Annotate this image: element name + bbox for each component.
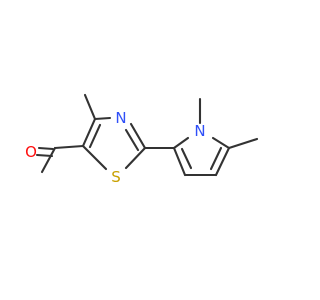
bond-c4-methyl [83,93,97,121]
bond-pyrrole-n1-c5 [211,136,231,150]
bond-s1-c5 [81,144,108,171]
bond-pyrrole-c5-c4 [214,146,231,177]
bond-c4-n3 [93,116,112,121]
bond-pyrrole-c5-methyl [227,137,259,150]
bond-carbonyl-oxygen-double [35,153,54,158]
atom-label-sulfur: S [111,168,121,186]
atom-label-pyrrole-nitrogen: N [194,122,205,140]
bond-pyrrole-c2-n1 [172,136,190,150]
atom-label-thiazole-nitrogen: N [115,109,126,127]
bond-pyrrole-c3-c2 [172,146,187,177]
bond-pyrrole-c5-c4-double [209,146,223,171]
bond-n3-c2 [129,122,147,150]
bond-methyl-carbonyl [40,146,57,174]
bond-c2-s1 [124,146,147,170]
bond-c5-c4 [81,117,97,148]
molecule-structure-diagram: O N S N [25,93,259,186]
bond-c5-c4-double [88,123,102,149]
bond-carbonyl-oxygen [37,146,55,151]
bond-n3-c2-double [124,128,140,152]
bond-carbonyl-c5 [53,144,85,150]
bond-pyrrole-c3-c2-double [180,147,193,170]
atom-label-oxygen: O [25,143,37,161]
